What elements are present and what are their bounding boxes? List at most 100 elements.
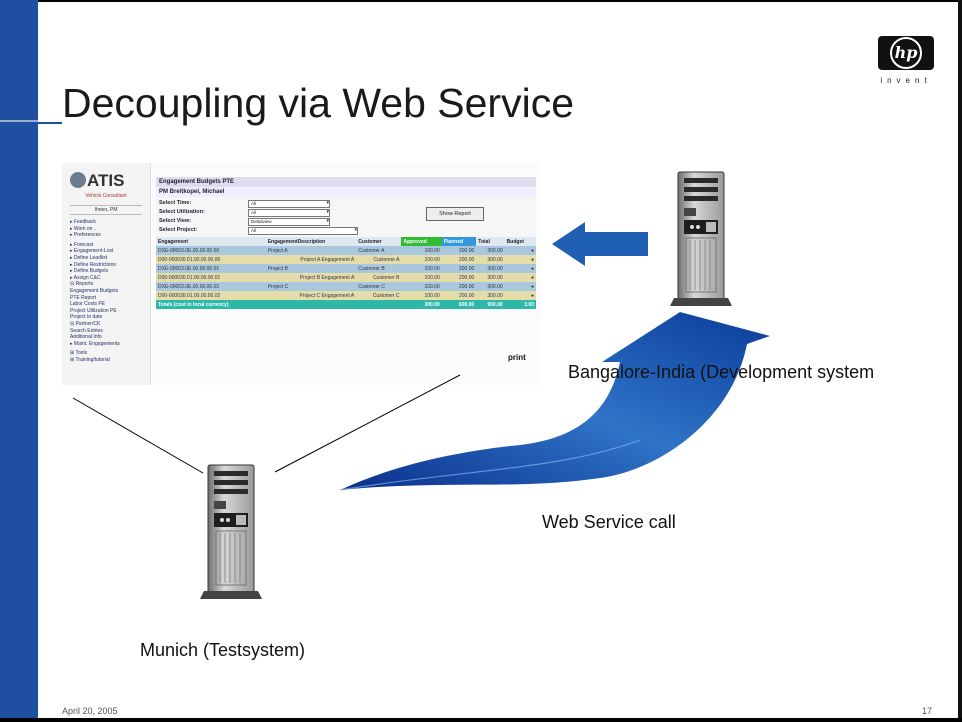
table-cell: DXE-00003.0E.00.00.00.00: [156, 246, 266, 255]
totals-cell: 3.00: [504, 300, 536, 309]
filter-panel: Select Time: All Select Utilization: All…: [156, 197, 536, 237]
connector-line-left: [72, 397, 204, 474]
atis-nav-item[interactable]: ▸ Engagement-Lost: [70, 248, 114, 255]
atis-nav-item[interactable]: Engagement Budgets: [70, 287, 119, 294]
atis-nav-item[interactable]: ▸ Feedback: [70, 219, 96, 225]
web-service-call-label: Web Service call: [542, 512, 676, 532]
totals-cell: [356, 300, 402, 309]
table-cell: Customer C: [356, 282, 402, 291]
totals-cell: 900.00: [476, 300, 505, 309]
col-engagement: Engagement: [156, 237, 266, 246]
atis-nav-item[interactable]: Search Entries: [70, 327, 103, 334]
atis-nav-item[interactable]: ▸ Define Leadlist: [70, 254, 107, 261]
table-cell: D00-000030.01.00.00.00.01: [156, 273, 266, 282]
atis-nav-list: ▸ Feedback▸ Work on ..▸ Preferences ▸ For…: [70, 219, 146, 363]
filter-label-utilization: Select Utilization:: [159, 209, 205, 215]
col-total: Total: [476, 237, 505, 246]
hp-logo-tagline: invent: [880, 76, 932, 85]
atis-nav-item[interactable]: ▸ Assign C&C: [70, 274, 101, 281]
atis-nav-item[interactable]: ▸ Define Budgets: [70, 268, 109, 275]
table-cell: Customer A: [356, 255, 402, 264]
filter-select-view[interactable]: Detailview: [248, 218, 330, 226]
table-cell: Project C Engagement A: [265, 291, 357, 300]
atis-logo: ATIS: [70, 171, 124, 191]
slide-title: Decoupling via Web Service: [62, 80, 574, 126]
print-link[interactable]: print: [508, 353, 526, 362]
atis-nav-item[interactable]: Labor Costs PE: [70, 301, 106, 308]
atis-nav-item[interactable]: Project to date: [70, 314, 103, 321]
atis-logo-icon: [70, 172, 86, 188]
table-cell: Customer B: [356, 273, 402, 282]
table-cell: Customer A: [356, 246, 402, 255]
atis-nav-item[interactable]: ▸ Work on ..: [70, 225, 97, 232]
atis-nav-item[interactable]: ▸ Forecast: [70, 241, 94, 248]
table-cell: ●: [504, 291, 536, 300]
accent-bar-divider: [0, 120, 38, 122]
table-cell: 300.00: [476, 291, 505, 300]
filter-label-project: Select Project:: [159, 227, 198, 233]
table-cell: 100.00: [401, 264, 442, 273]
server-tower-bangalore-icon: [670, 171, 732, 306]
table-cell: 200.00: [441, 282, 477, 291]
atis-nav-item[interactable]: ⊟ Partner/CK: [70, 320, 101, 327]
server-tower-munich-icon: [200, 464, 262, 599]
title-rule: [0, 122, 62, 124]
page-number: 17: [922, 706, 933, 716]
table-cell: 200.00: [441, 291, 477, 300]
totals-cell: [265, 300, 357, 309]
web-service-arrow-icon: [340, 312, 770, 490]
atis-logo-text: ATIS: [87, 171, 125, 190]
connector-line-right: [274, 374, 461, 473]
totals-cell: 600.00: [441, 300, 477, 309]
right-border: [958, 0, 962, 722]
totals-cell: 300.00: [401, 300, 442, 309]
table-cell: DXE-00003.0E.00.00.00.02: [156, 282, 266, 291]
table-cell: ●: [504, 246, 536, 255]
hp-logo-text: hp: [890, 37, 922, 69]
table-cell: 100.00: [401, 282, 442, 291]
report-title: Engagement Budgets PTE: [156, 177, 536, 187]
hp-logo-mark: hp: [878, 36, 934, 70]
table-cell: D00-000030.01.00.00.00.00: [156, 255, 266, 264]
filter-label-view: Select View:: [159, 218, 191, 224]
table-cell: ●: [504, 282, 536, 291]
atis-sidebar: ATIS Vehicle Consultant Ihnen, PM ▸ Feed…: [62, 163, 151, 385]
show-report-button[interactable]: Show Report: [426, 207, 484, 221]
table-cell: Project B Engagement A: [265, 273, 357, 282]
atis-nav-item[interactable]: Project Utilization PE: [70, 307, 117, 314]
col-approved: Approved: [401, 237, 442, 246]
table-cell: 200.00: [441, 264, 477, 273]
filter-select-utilization[interactable]: All: [248, 209, 330, 217]
report-user: PM Breitkopel, Michael: [156, 187, 536, 197]
atis-nav-item[interactable]: ⊞ Tools: [70, 350, 88, 357]
atis-nav-item[interactable]: ▸ Preferences: [70, 232, 101, 239]
table-cell: 100.00: [401, 291, 442, 300]
munich-label: Munich (Testsystem): [140, 640, 306, 660]
col-customer: Customer: [356, 237, 402, 246]
filter-select-time[interactable]: All: [248, 200, 330, 208]
atis-nav-item[interactable]: ▸ Maint. Engagements: [70, 340, 120, 347]
totals-cell: Totals (cost in local currency): [156, 300, 266, 309]
table-cell: 200.00: [441, 246, 477, 255]
col-description: EngagementDescription: [265, 237, 357, 246]
atis-nav-item[interactable]: PTE Report: [70, 294, 97, 301]
filter-select-project[interactable]: All: [248, 227, 358, 235]
atis-nav-item[interactable]: Additional Info: [70, 334, 102, 341]
table-cell: D00-000030.01.00.00.00.02: [156, 291, 266, 300]
col-budget: Budget: [504, 237, 536, 246]
bangalore-label: Bangalore-India (Development system: [568, 362, 875, 382]
table-cell: ●: [504, 273, 536, 282]
atis-nav-item[interactable]: ▸ Define Restrictions: [70, 261, 116, 268]
atis-side-tag: Vehicle Consultant: [85, 193, 127, 199]
atis-nav-item[interactable]: ⊞ Training/tutorial: [70, 356, 110, 363]
budget-table: Engagement EngagementDescription Custome…: [156, 237, 536, 309]
atis-nav-item[interactable]: ⊟ Reports: [70, 281, 94, 288]
